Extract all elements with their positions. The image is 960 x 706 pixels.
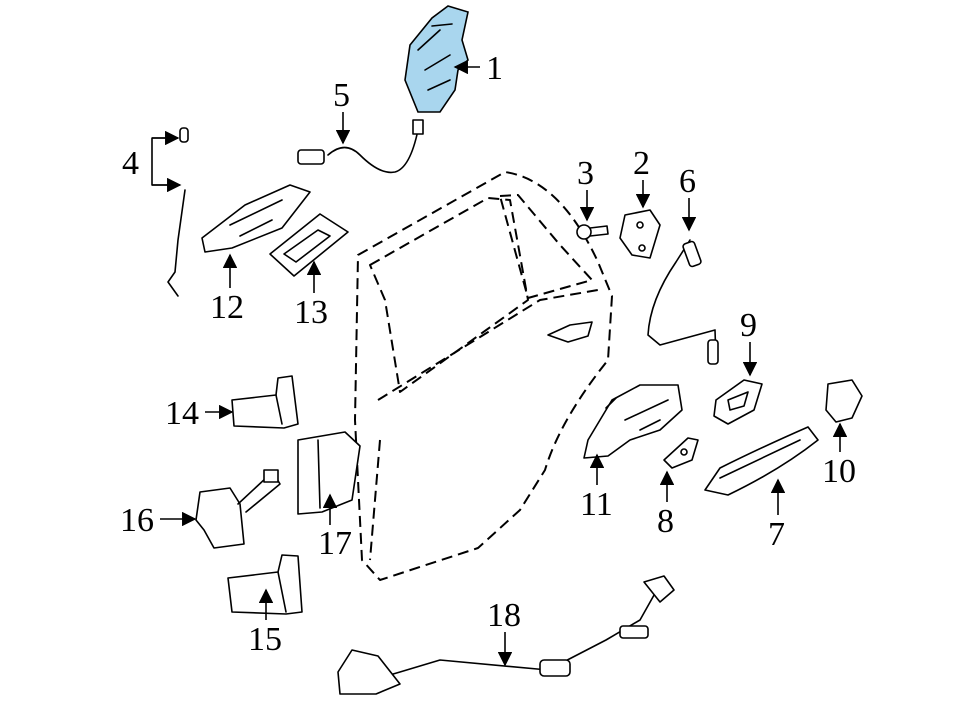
callout-3: 3: [577, 155, 594, 192]
callout-11: 11: [580, 486, 613, 523]
callout-7: 7: [768, 516, 785, 553]
part-3-bolt: [576, 224, 609, 240]
part-9-bezel: [713, 379, 763, 425]
callout-5: 5: [333, 77, 350, 114]
callout-16: 16: [120, 502, 154, 539]
callout-18: 18: [487, 597, 521, 634]
callout-17: 17: [318, 525, 352, 562]
part-10-cap: [825, 379, 863, 423]
part-18-release-cable: [337, 575, 675, 695]
callout-10: 10: [822, 453, 856, 490]
callout-4: 4: [122, 145, 139, 182]
part-6-rod: [647, 239, 719, 365]
part-7-outside-handle: [704, 426, 819, 496]
part-14-bracket: [231, 375, 299, 429]
callout-labels: 1 2 3 4 5 6 7 8 9 10 11 12 13 14 15 16 1…: [120, 50, 856, 658]
part-12-inside-handle: [201, 184, 311, 253]
callout-1: 1: [486, 50, 503, 87]
part-16-door-check: [195, 469, 281, 549]
part-5-cable: [297, 119, 424, 174]
callout-12: 12: [210, 289, 244, 326]
part-17-shield: [297, 431, 361, 515]
callout-2: 2: [633, 145, 650, 182]
callout-6: 6: [679, 163, 696, 200]
leader-arrows: [152, 59, 848, 667]
part-15-hinge: [227, 554, 303, 615]
part-13-handle-bezel: [269, 213, 349, 277]
part-4-lock-rod: [151, 127, 189, 297]
callout-13: 13: [294, 294, 328, 331]
part-2-striker: [619, 209, 661, 259]
callout-8: 8: [657, 503, 674, 540]
part-1-latch-cover: [404, 5, 469, 113]
door-outline: [354, 171, 613, 581]
part-11-lock-assembly: [583, 384, 683, 459]
callout-15: 15: [248, 621, 282, 658]
part-8-escutcheon: [663, 437, 699, 469]
callout-9: 9: [740, 307, 757, 344]
callout-14: 14: [165, 395, 199, 432]
